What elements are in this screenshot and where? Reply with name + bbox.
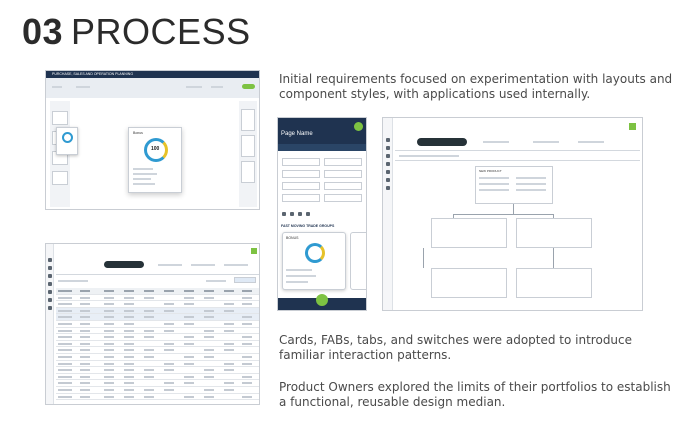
table-row[interactable] (56, 307, 259, 315)
tree-child-node[interactable] (516, 268, 592, 298)
tree-active-tab[interactable] (417, 138, 467, 146)
heading-number: 03 (22, 11, 64, 52)
tree-user-avatar[interactable] (629, 123, 636, 130)
tree-child-node[interactable] (516, 218, 592, 248)
nav-rail (46, 244, 54, 404)
screenshot-tree-app: NEW PRODUCT (382, 117, 643, 311)
bonus-card[interactable]: Bonus 100 (128, 127, 182, 193)
table-row[interactable] (56, 328, 259, 335)
floating-card[interactable] (56, 127, 78, 155)
screenshot-table-app (45, 243, 260, 405)
bonus-ring-value: 100 (151, 146, 160, 152)
table-row[interactable] (56, 387, 259, 394)
table-row[interactable] (56, 301, 259, 308)
table-row[interactable] (56, 374, 259, 381)
table-row[interactable] (56, 394, 259, 401)
tree-nav-rail (383, 118, 393, 310)
mobile-bonus-card[interactable]: BONUS (282, 232, 346, 290)
table-row[interactable] (56, 314, 259, 321)
mobile-fab-top[interactable] (354, 122, 363, 131)
table-row[interactable] (56, 334, 259, 341)
active-tab[interactable] (104, 261, 144, 268)
table-row[interactable] (56, 288, 259, 295)
mobile-card-title: BONUS (286, 236, 299, 240)
table-row[interactable] (56, 367, 259, 374)
screenshot-planning-app: PURCHASE, SALES AND OPERATION PLANNING B… (45, 70, 260, 210)
table-row[interactable] (56, 354, 259, 361)
table-row[interactable] (56, 347, 259, 354)
paragraph-product-owners: Product Owners explored the limits of th… (279, 380, 671, 409)
mobile-page-title: Page Name (281, 131, 313, 137)
paragraph-interaction-patterns: Cards, FABs, tabs, and switches were ado… (279, 333, 633, 362)
table-row[interactable] (56, 295, 259, 302)
add-button[interactable] (242, 84, 255, 89)
mobile-ring-chart (305, 243, 325, 263)
filter-bar (46, 78, 259, 98)
app-header-bar: PURCHASE, SALES AND OPERATION PLANNING (46, 71, 259, 78)
screenshot-mobile-app: Page Name FAST MOVING TRADE GROUPS BONUS (277, 117, 367, 311)
table-row[interactable] (56, 380, 259, 387)
tree-root-node[interactable]: NEW PRODUCT (475, 166, 553, 204)
heading-word: PROCESS (71, 11, 251, 52)
tree-child-node[interactable] (431, 268, 507, 298)
bonus-ring-chart (144, 138, 168, 162)
mobile-section-label: FAST MOVING TRADE GROUPS (281, 224, 335, 228)
tree-child-node[interactable] (431, 218, 507, 248)
app-header-title: PURCHASE, SALES AND OPERATION PLANNING (52, 72, 134, 76)
table-row[interactable] (56, 321, 259, 328)
table-row[interactable] (56, 361, 259, 368)
tree-root-label: NEW PRODUCT (479, 169, 502, 173)
mobile-header: Page Name (278, 118, 366, 144)
bonus-card-title: Bonus (133, 131, 143, 135)
mobile-fab[interactable] (316, 294, 328, 306)
mobile-tab-bar[interactable] (278, 144, 366, 151)
table-row[interactable] (56, 341, 259, 348)
user-avatar[interactable] (251, 248, 257, 254)
paragraph-initial-requirements: Initial requirements focused on experime… (279, 72, 673, 101)
